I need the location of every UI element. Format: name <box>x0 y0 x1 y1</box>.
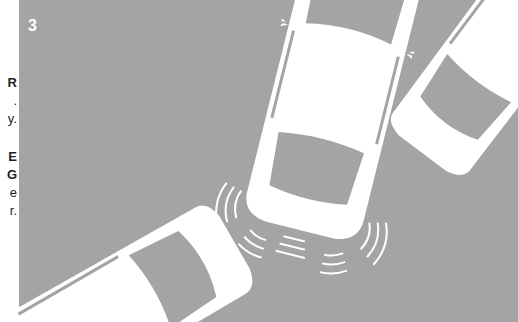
sensor-waves <box>207 182 390 286</box>
cropped-heading: R <box>8 76 17 89</box>
cropped-text: . <box>13 94 17 107</box>
cropped-heading: E <box>8 150 17 163</box>
cropped-heading: G <box>7 168 17 181</box>
cropped-text: e <box>10 186 17 199</box>
cropped-text: r. <box>10 204 17 217</box>
cropped-text: y. <box>8 112 17 125</box>
parked-car-left <box>0 197 261 322</box>
panel-number: 3 <box>28 18 37 34</box>
reversing-car <box>207 0 454 286</box>
